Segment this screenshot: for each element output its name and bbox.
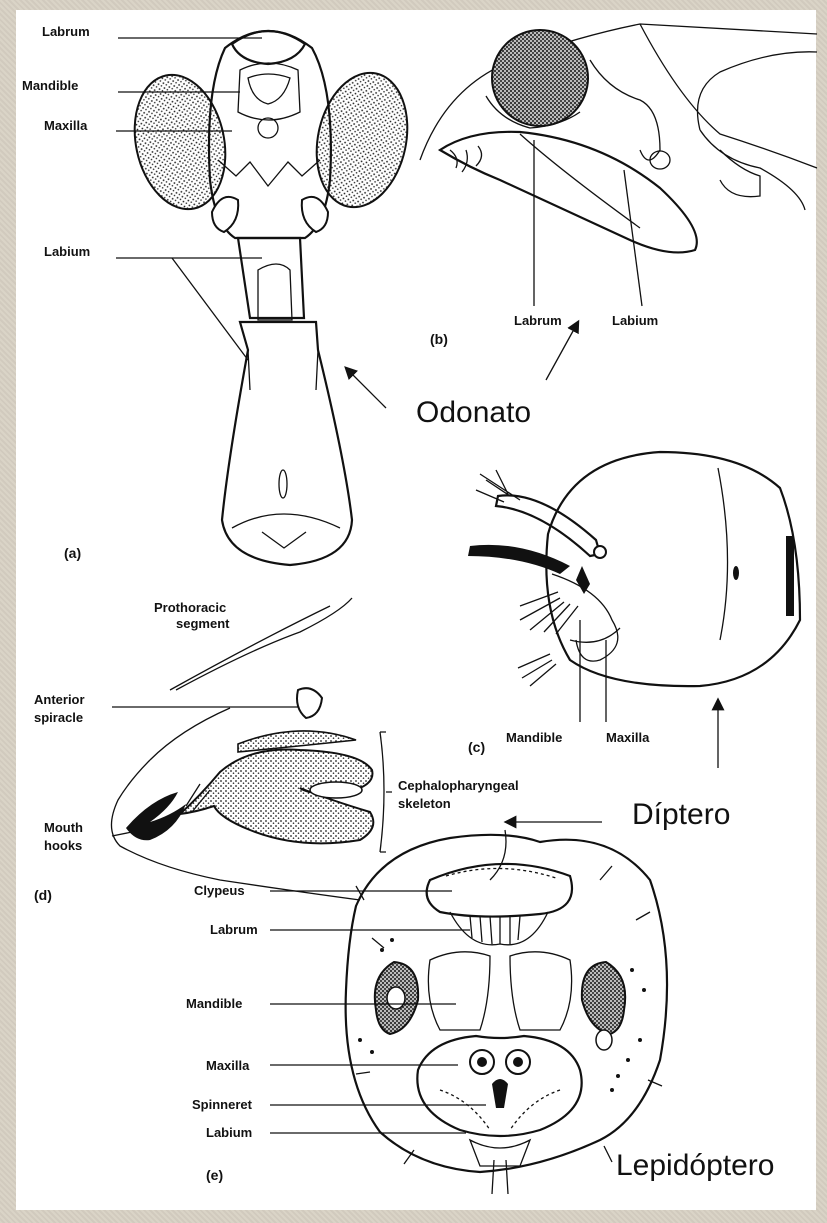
e-spinneret-label: Spinneret [192,1097,253,1112]
c-maxilla-label: Maxilla [606,730,650,745]
d-mouth-hooks-label-line1: Mouth [44,820,83,835]
a-panel-label: (a) [64,545,81,561]
e-maxilla-label: Maxilla [206,1058,250,1073]
b-compound-eye [492,30,588,126]
panel-e-drawing [346,830,667,1194]
d-panel-label: (d) [34,887,52,903]
d-prothoracic-label-line1: Prothoracic [154,600,226,615]
order-lepidoptero-label: Lepidóptero [616,1149,774,1182]
c-panel-label: (c) [468,739,485,755]
a-labium-label: Labium [44,244,90,259]
right-compound-eye [305,64,419,215]
a-mandible-label: Mandible [22,78,78,93]
b-labium-label: Labium [612,313,658,328]
c-mandible-label: Mandible [506,730,562,745]
e-clypeus-label: Clypeus [194,883,245,898]
d-cephalo-label-line2: skeleton [398,796,451,811]
d-anterior-label-line2: spiracle [34,710,83,725]
panel-a-drawing [123,31,419,565]
left-compound-eye [123,66,237,217]
d-cephalo-label-line1: Cephalopharyngeal [398,778,519,793]
a-labrum-label: Labrum [42,24,90,39]
b-panel-label: (b) [430,331,448,347]
d-anterior-label-line1: Anterior [34,692,85,707]
panel-b-drawing [420,24,817,252]
e-labrum-label: Labrum [210,922,258,937]
order-odonato-label: Odonato [416,396,531,429]
e-mandible-label: Mandible [186,996,242,1011]
panel-d-drawing [111,598,392,900]
d-prothoracic-label-line2: segment [176,616,230,631]
a-maxilla-label: Maxilla [44,118,88,133]
d-mouth-hooks-label-line2: hooks [44,838,82,853]
order-diptero-label: Díptero [632,798,730,831]
e-labium-label: Labium [206,1125,252,1140]
panel-c-drawing [468,452,800,686]
e-panel-label: (e) [206,1167,223,1183]
b-labrum-label: Labrum [514,313,562,328]
